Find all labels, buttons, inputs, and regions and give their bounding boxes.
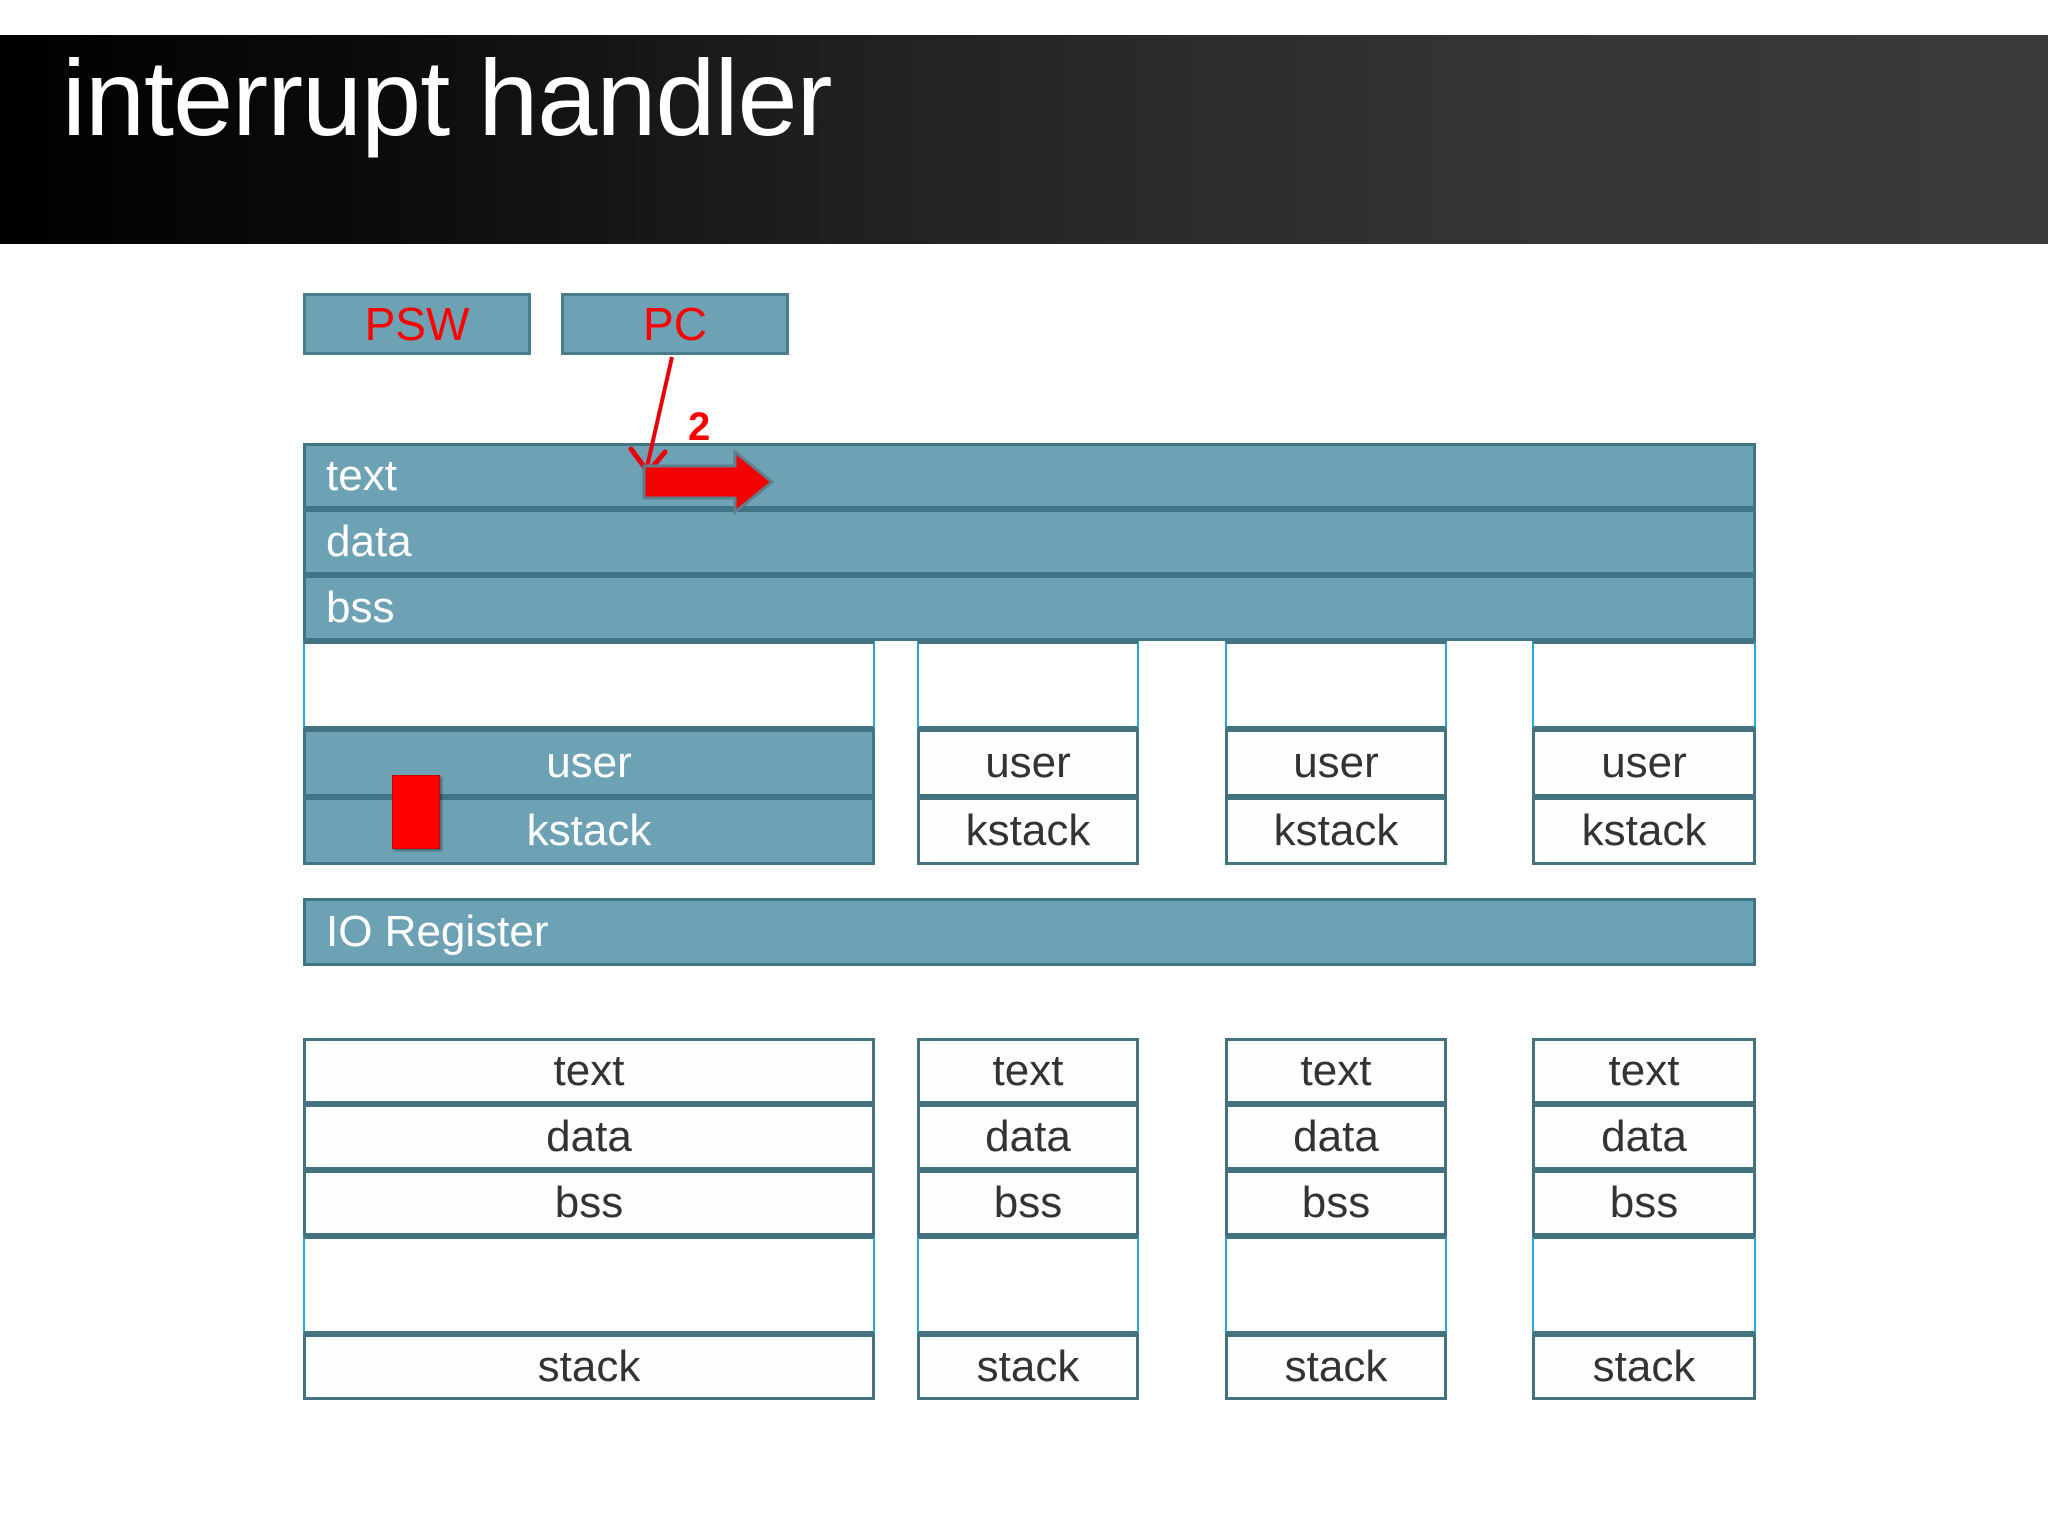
process-image-1-text-label: text	[553, 1046, 625, 1095]
process-image-3-text-label: text	[1300, 1046, 1372, 1095]
process-stack-4-user: user	[1532, 729, 1756, 797]
kernel-segment-bss: bss	[303, 575, 1756, 641]
process-stack-1-kstack: kstack	[303, 797, 875, 865]
process-stack-2-spacer	[917, 641, 1139, 729]
process-stack-1-kstack-label: kstack	[526, 806, 652, 855]
process-stack-3-kstack: kstack	[1225, 797, 1447, 865]
process-image-4-text-label: text	[1608, 1046, 1680, 1095]
register-pc-label: PC	[643, 298, 707, 350]
process-image-3-bss: bss	[1225, 1170, 1447, 1236]
process-image-2-stack-label: stack	[976, 1342, 1080, 1391]
process-image-2-stack: stack	[917, 1334, 1139, 1400]
process-stack-2-kstack-label: kstack	[965, 806, 1091, 855]
process-stack-3-kstack-label: kstack	[1273, 806, 1399, 855]
process-image-4-text: text	[1532, 1038, 1756, 1104]
process-stack-4-kstack: kstack	[1532, 797, 1756, 865]
register-psw[interactable]: PSW	[303, 293, 531, 355]
process-stack-2-user: user	[917, 729, 1139, 797]
process-image-2-data: data	[917, 1104, 1139, 1170]
process-image-1-gap	[303, 1236, 875, 1334]
register-psw-label: PSW	[364, 298, 470, 350]
title-band	[0, 35, 2048, 244]
process-stack-3-user-label: user	[1293, 738, 1379, 787]
process-image-3-data: data	[1225, 1104, 1447, 1170]
process-image-4-data: data	[1532, 1104, 1756, 1170]
process-image-2-bss: bss	[917, 1170, 1139, 1236]
kernel-segment-data-label: data	[326, 517, 412, 566]
process-stack-2-kstack: kstack	[917, 797, 1139, 865]
kernel-segment-text: text	[303, 443, 1756, 509]
process-image-1-stack-label: stack	[537, 1342, 641, 1391]
process-image-3-gap	[1225, 1236, 1447, 1334]
process-image-2-bss-label: bss	[993, 1178, 1063, 1227]
io-register-bar: IO Register	[303, 898, 1756, 966]
process-image-4-stack-label: stack	[1592, 1342, 1696, 1391]
process-image-4-bss: bss	[1532, 1170, 1756, 1236]
process-stack-4-spacer	[1532, 641, 1756, 729]
process-image-3-text: text	[1225, 1038, 1447, 1104]
process-stack-4-user-label: user	[1601, 738, 1687, 787]
process-image-2-data-label: data	[985, 1112, 1071, 1161]
process-image-3-stack: stack	[1225, 1334, 1447, 1400]
process-image-4-bss-label: bss	[1609, 1178, 1679, 1227]
process-image-1-bss: bss	[303, 1170, 875, 1236]
process-image-2-text: text	[917, 1038, 1139, 1104]
process-stack-3-spacer	[1225, 641, 1447, 729]
process-image-3-bss-label: bss	[1301, 1178, 1371, 1227]
process-stack-1-user: user	[303, 729, 875, 797]
process-image-1-bss-label: bss	[554, 1178, 624, 1227]
process-image-2-gap	[917, 1236, 1139, 1334]
process-image-1-stack: stack	[303, 1334, 875, 1400]
kernel-segment-text-label: text	[326, 451, 397, 500]
page-title: interrupt handler	[62, 37, 832, 158]
process-stack-3-user: user	[1225, 729, 1447, 797]
io-register-label: IO Register	[326, 907, 549, 956]
process-image-4-stack: stack	[1532, 1334, 1756, 1400]
process-image-2-text-label: text	[992, 1046, 1064, 1095]
step-number-label: 2	[688, 405, 711, 449]
process-stack-1-user-label: user	[546, 738, 632, 787]
process-image-4-data-label: data	[1601, 1112, 1687, 1161]
process-image-3-data-label: data	[1293, 1112, 1379, 1161]
process-stack-1-spacer	[303, 641, 875, 729]
process-image-1-data: data	[303, 1104, 875, 1170]
process-stack-4-kstack-label: kstack	[1581, 806, 1707, 855]
process-image-1-text: text	[303, 1038, 875, 1104]
process-image-3-stack-label: stack	[1284, 1342, 1388, 1391]
kernel-segment-bss-label: bss	[326, 583, 395, 632]
process-image-1-data-label: data	[546, 1112, 632, 1161]
process-stack-2-user-label: user	[985, 738, 1071, 787]
register-pc[interactable]: PC	[561, 293, 789, 355]
kernel-segment-data: data	[303, 509, 1756, 575]
red-kstack-marker-icon	[392, 775, 440, 849]
process-image-4-gap	[1532, 1236, 1756, 1334]
